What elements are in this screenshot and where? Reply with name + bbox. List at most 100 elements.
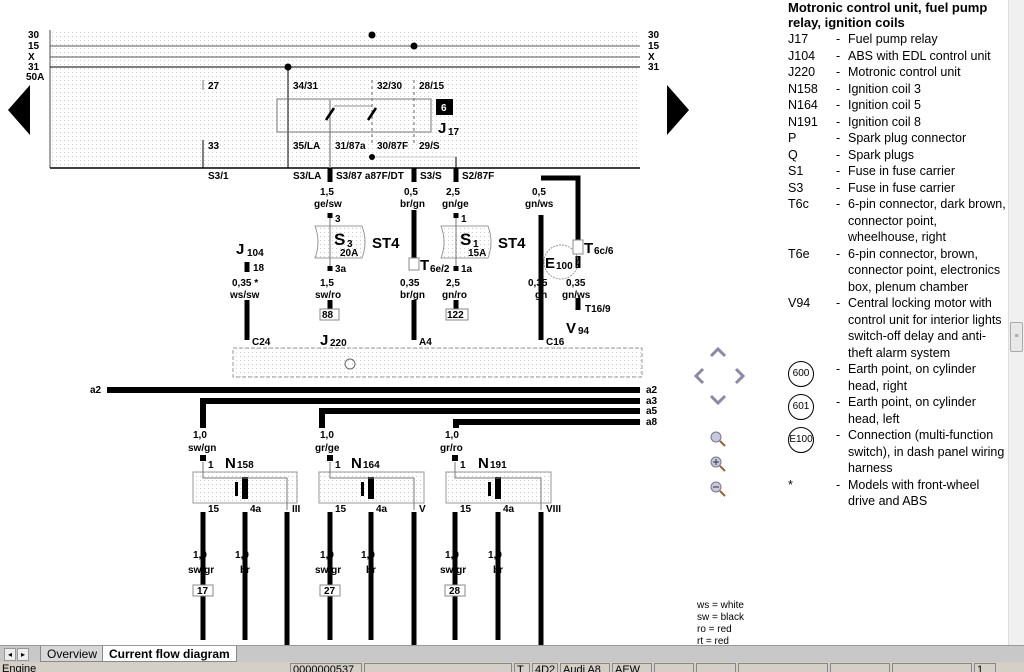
previous-page-arrow-icon[interactable] (8, 85, 30, 135)
connector-t6c-label: T (584, 240, 593, 257)
coil-pin: 4a (503, 504, 515, 515)
wire-size: 0,5 (404, 187, 418, 198)
bus-label-31: 31 (28, 62, 40, 73)
status-engine: AEW (612, 663, 652, 672)
connector-t6e[interactable] (408, 257, 420, 271)
color-key-item: ro = red (697, 624, 732, 635)
wire-size: 2,5 (446, 187, 460, 198)
legend-dash: - (836, 477, 841, 492)
legend-description: 6-pin connector, brown, connector point,… (848, 246, 1001, 294)
fuse-s1[interactable]: S 1 15A 1 1a (440, 214, 492, 275)
relay-pin: 27 (208, 81, 220, 92)
legend-item: J220-Motronic control unit (788, 64, 1006, 81)
wire-color: gr/ge (315, 443, 340, 454)
pan-right-icon[interactable] (734, 367, 746, 385)
tab-scroll-left-button[interactable]: ◂ (4, 648, 16, 661)
legend-dash: - (836, 81, 841, 96)
bus-label-50a: 50A (26, 72, 44, 83)
ecu-label: J (320, 332, 328, 349)
legend-description: Fuse in fuse carrier (848, 180, 955, 195)
tab-scroll-right-button[interactable]: ▸ (17, 648, 29, 661)
wire-size: 1,0 (445, 550, 459, 561)
wire-reference[interactable]: 27 (324, 586, 336, 597)
legend-item: S3-Fuse in fuse carrier (788, 180, 1006, 197)
fuse-carrier-label: ST4 (498, 235, 526, 252)
color-key-item: ws = white (696, 600, 744, 611)
wire-color: gn/ro (442, 290, 467, 301)
legend-description: Fuel pump relay (848, 32, 938, 46)
coil-pin: 1 (460, 460, 466, 471)
motronic-control-unit-j220[interactable] (232, 347, 643, 378)
legend-dash: - (836, 65, 841, 79)
legend-item: V94-Central locking motor with control u… (788, 295, 1006, 361)
wire-size: 1,0 (445, 430, 459, 441)
wire-reference[interactable]: 28 (449, 586, 461, 597)
wires (244, 168, 581, 340)
legend-item: J17-Fuel pump relay (788, 31, 1006, 48)
fuse-pin: 1a (461, 264, 473, 275)
legend-code: J104 (788, 48, 816, 63)
wire-reference[interactable]: 88 (322, 310, 334, 321)
connection-e100[interactable] (543, 244, 579, 280)
coil-label: N (225, 455, 236, 472)
connection-e100-label: E (545, 255, 555, 272)
connector-label: S3/LA (293, 171, 321, 182)
component-v94-sub: 94 (578, 326, 590, 337)
legend-description: Models with front-wheel drive and ABS (848, 477, 980, 509)
relay-pin: 30/87F (377, 141, 408, 152)
legend-code: S1 (788, 164, 804, 178)
next-page-arrow-icon[interactable] (667, 85, 689, 135)
fuse-s3[interactable]: S 3 20A 3 3a (314, 214, 366, 275)
ecu-label-sub: 220 (330, 338, 347, 349)
coil-pin: 4a (250, 504, 262, 515)
zoom-out-icon[interactable] (710, 481, 726, 497)
legend-dash: - (836, 164, 841, 178)
ignition-coil-191[interactable] (444, 455, 552, 645)
coil-label: N (478, 455, 489, 472)
bus-label-x-right: X (648, 52, 655, 63)
legend-description: Ignition coil 3 (848, 81, 921, 96)
vertical-scrollbar[interactable]: ≡ (1008, 0, 1024, 645)
wire-size: 1,0 (361, 550, 375, 561)
legend-item: N191-Ignition coil 8 (788, 114, 1006, 131)
legend-item: *-Models with front-wheel drive and ABS (788, 477, 1006, 510)
coil-pin: 15 (460, 504, 472, 515)
ignition-coil-158[interactable] (192, 455, 298, 645)
pan-left-icon[interactable] (693, 367, 705, 385)
legend-description: Connection (multi-function switch), in d… (848, 428, 1005, 475)
legend-code: N164 (788, 98, 818, 112)
component-j104-label: J (236, 241, 244, 258)
pan-up-icon[interactable] (709, 346, 727, 358)
zoom-in-icon[interactable] (710, 456, 726, 472)
legend-dash: - (836, 131, 841, 145)
coil-pin: 15 (335, 504, 347, 515)
connector-t6c[interactable] (572, 239, 584, 255)
status-bar: Engine 0000000537 T 4D2 Audi A8 AEW 1 (0, 662, 1024, 672)
ignition-coil-164[interactable] (318, 455, 425, 645)
legend-item: T6e-6-pin connector, brown, connector po… (788, 246, 1006, 296)
relay-pin: 31/87a (335, 141, 366, 152)
fuel-pump-relay-j17[interactable] (276, 98, 432, 133)
legend-code: J220 (788, 65, 816, 79)
bus-label-31-right: 31 (648, 62, 660, 73)
coil-label-sub: 164 (363, 460, 380, 471)
legend-item: 601-Earth point, on cylinder head, left (788, 394, 1006, 427)
relay-badge-number: 6 (441, 103, 447, 114)
tab-overview[interactable]: Overview (40, 646, 105, 662)
tab-current-flow-diagram[interactable]: Current flow diagram (102, 646, 237, 662)
legend-code: N191 (788, 114, 818, 129)
wire-size: 1,0 (320, 550, 334, 561)
wire-reference[interactable]: 17 (197, 586, 209, 597)
wire-size: 1,5 (320, 187, 334, 198)
zoom-icon[interactable] (710, 431, 726, 447)
fuse-label-sub: 1 (473, 239, 479, 250)
legend-description: Earth point, on cylinder head, right (848, 362, 976, 393)
legend-item: Q-Spark plugs (788, 147, 1006, 164)
legend-code: T6e (788, 246, 810, 261)
pan-down-icon[interactable] (709, 394, 727, 406)
wire-reference[interactable]: 122 (447, 310, 464, 321)
color-key-item: sw = black (697, 612, 745, 623)
scroll-thumb[interactable]: ≡ (1010, 322, 1023, 352)
legend-code: V94 (788, 296, 811, 310)
wire-color: gr/ro (440, 443, 463, 454)
